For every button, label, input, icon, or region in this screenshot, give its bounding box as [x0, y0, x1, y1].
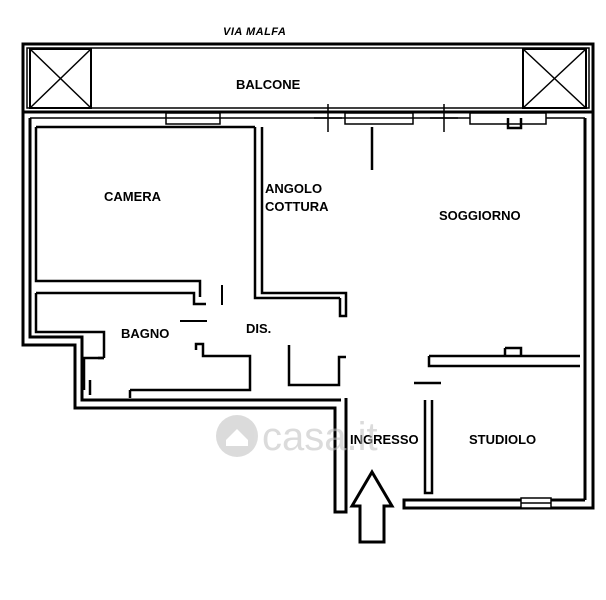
arrow-up-icon [349, 469, 395, 544]
interior-walls [34, 118, 587, 500]
exterior-walls [21, 110, 595, 514]
room-label-angolo: ANGOLO [265, 181, 322, 196]
room-label-balcone: BALCONE [236, 77, 301, 92]
watermark-text: casa.it [262, 415, 378, 459]
balcony [21, 42, 595, 114]
door-marks [180, 285, 223, 322]
house-icon [216, 415, 258, 457]
room-label-camera: CAMERA [104, 189, 162, 204]
room-label-soggiorno: SOGGIORNO [439, 208, 521, 223]
balcony-doors [314, 104, 458, 132]
room-label-cottura: COTTURA [265, 199, 329, 214]
room-label-bagno: BAGNO [121, 326, 169, 341]
room-label-studiolo: STUDIOLO [469, 432, 536, 447]
room-label-ingresso: INGRESSO [350, 432, 419, 447]
watermark: casa.it [216, 415, 378, 459]
room-label-dis: DIS. [246, 321, 271, 336]
street-label: VIA MALFA [223, 26, 286, 38]
